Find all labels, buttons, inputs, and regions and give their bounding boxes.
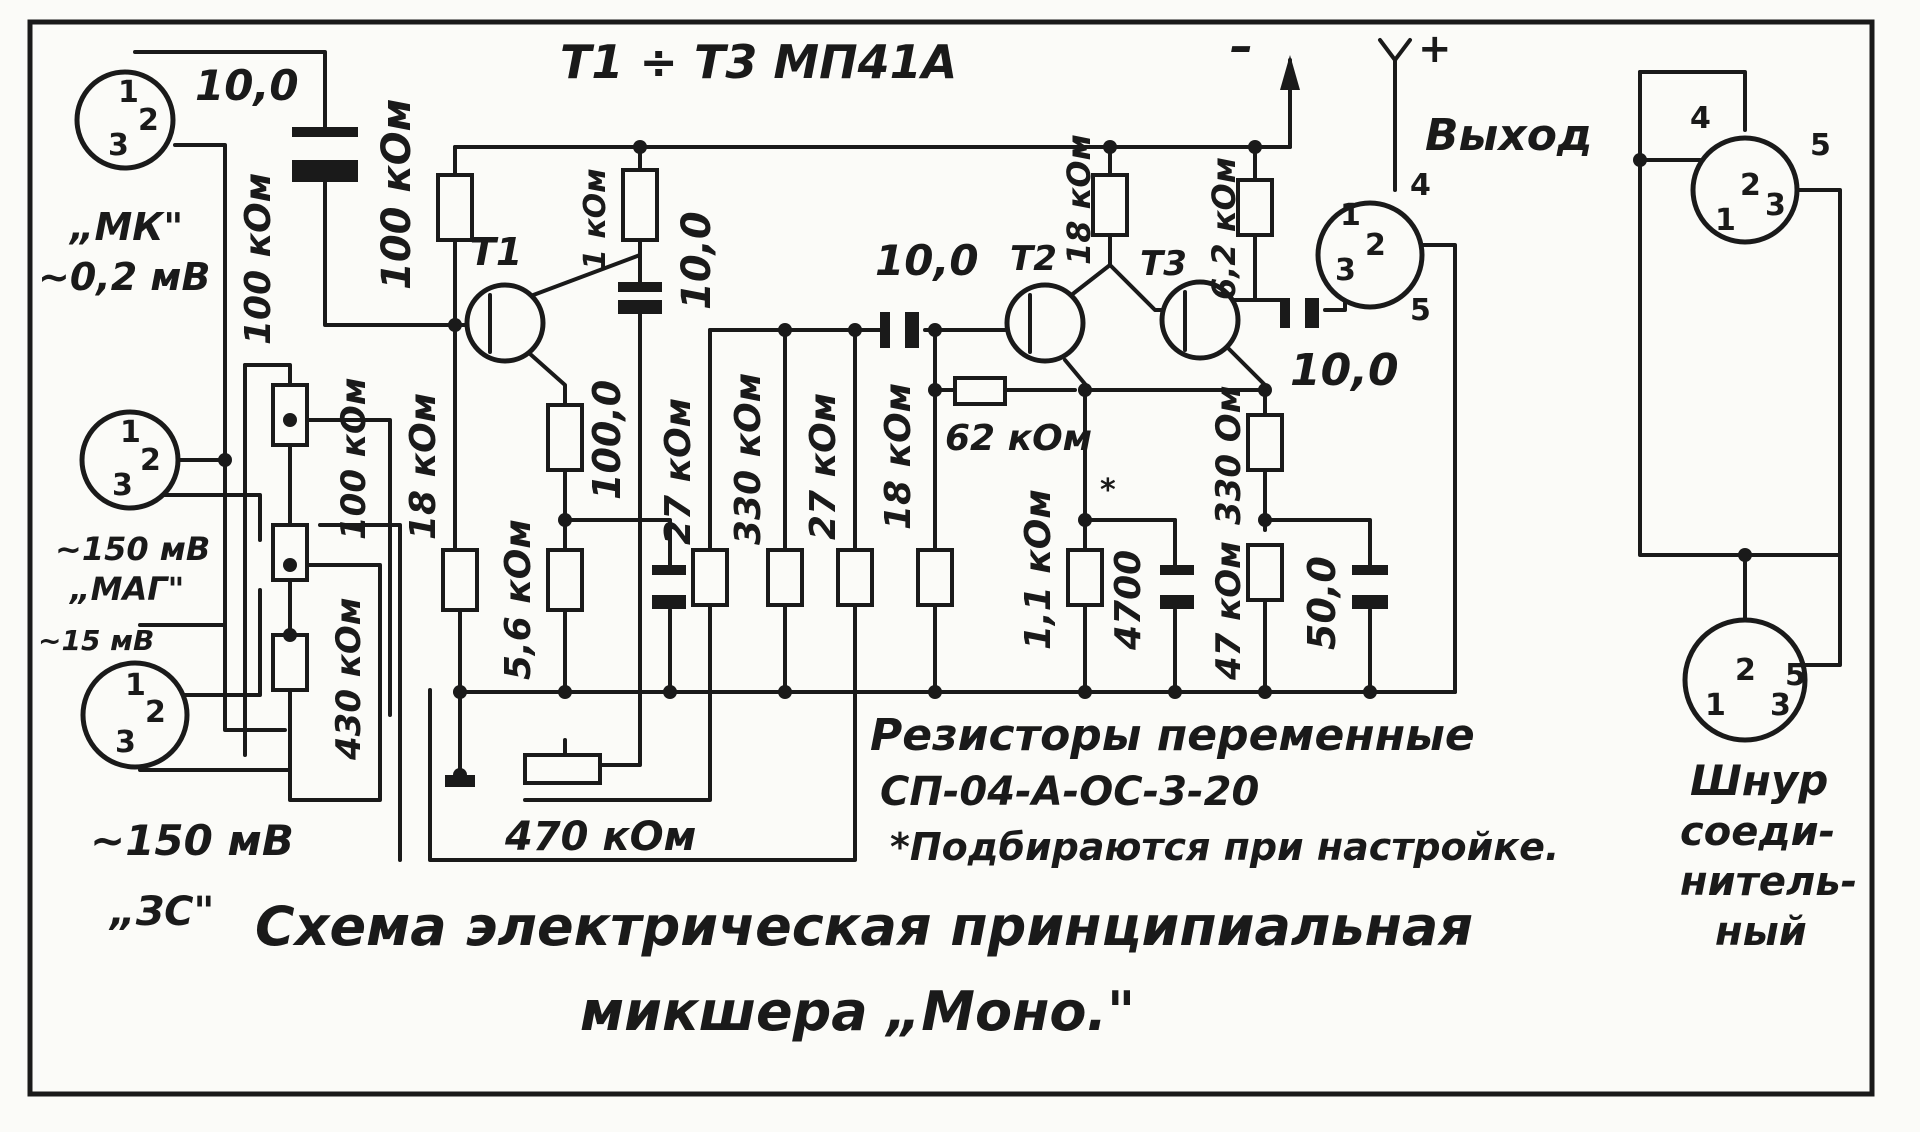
r-330k-label: 330 кОм	[728, 373, 769, 545]
junctions	[218, 140, 1752, 787]
drawing-frame	[27, 19, 1875, 1097]
pin-label: 1	[1340, 198, 1361, 233]
tape-level-hi-label: ~150 мВ	[55, 530, 210, 568]
player-name-label: „ЗС"	[108, 889, 214, 935]
cable-socket-bottom[interactable]: 2 1 3 5	[1682, 617, 1808, 743]
player-level-label: ~150 мВ	[90, 816, 294, 865]
c-mid-label: 10,0	[875, 236, 979, 285]
input-socket-mic[interactable]: 1 2 3	[74, 69, 176, 171]
r-18k-top-label: 18 кОм	[1060, 134, 1098, 265]
output-socket[interactable]: 1 2 3 4 5	[1315, 168, 1431, 328]
c-t1-label: 10,0	[674, 211, 720, 310]
supply-terminals	[1280, 38, 1412, 90]
c-4700-label: 4700	[1108, 550, 1149, 651]
r-100k-left-label: 100 кОм	[238, 173, 279, 345]
pin-label: 5	[1785, 658, 1806, 693]
c-out-label: 10,0	[1290, 345, 1399, 396]
note-tuning: *Подбираются при настройке.	[890, 825, 1559, 869]
r-18k-b-label: 18 кОм	[878, 383, 919, 530]
r-430k-label: 430 кОм	[329, 597, 369, 761]
pin-label: 5	[1810, 128, 1831, 163]
transistors	[464, 279, 1241, 364]
r-330-label: 330 Ом	[1209, 385, 1249, 525]
transistor-t3	[1159, 279, 1241, 361]
pin-label: 2	[1735, 653, 1756, 688]
title-line-2: микшера „Моно."	[580, 980, 1135, 1043]
pin-label: 5	[1410, 293, 1431, 328]
pin-label: 1	[1715, 203, 1736, 238]
r-27k-a-label: 27 кОм	[658, 398, 699, 545]
cable-socket-top[interactable]: 4 5 2 1 3	[1690, 101, 1831, 245]
cable-label-3: нитель-	[1680, 859, 1857, 905]
labels: T1 ÷ T3 МП41А – + Выход „МК" ~0,2 мВ ~15…	[38, 19, 1857, 1043]
tape-name-label: „МАГ"	[68, 570, 184, 608]
output-label: Выход	[1425, 110, 1592, 161]
t3-label: T3	[1140, 244, 1187, 284]
transistor-type-label: T1 ÷ T3 МП41А	[560, 35, 957, 89]
supply-plus-label: +	[1418, 26, 1452, 72]
pin-label: 1	[125, 668, 146, 703]
r-5k6-label: 5,6 кОм	[498, 519, 539, 680]
r-6k2-label: 6,2 кОм	[1205, 157, 1243, 300]
pin-label: 2	[145, 695, 166, 730]
title-line-1: Схема электрическая принципиальная	[255, 895, 1473, 958]
t1-label: T1	[470, 230, 522, 274]
pin-label: 1	[118, 75, 139, 110]
pin-label: 4	[1410, 168, 1431, 203]
pin-label: 4	[1690, 101, 1711, 136]
resistors	[271, 168, 1284, 785]
r-47k-label: 47 кОм	[1209, 541, 1249, 681]
r-1k-label: 1 кОм	[578, 168, 613, 270]
capacitors	[292, 127, 1388, 609]
pin-label: 2	[1365, 228, 1386, 263]
cable-label-1: Шнур	[1690, 756, 1828, 805]
transistor-t1	[464, 282, 546, 364]
pin-label: 3	[108, 128, 129, 163]
r-100k-mid-label: 100 кОм	[334, 377, 374, 540]
c-50-label: 50,0	[1300, 556, 1344, 650]
input-socket-tape[interactable]: 1 2 3	[79, 409, 181, 511]
pin-label: 3	[112, 468, 133, 503]
pin-label: 2	[140, 443, 161, 478]
mic-name-label: „МК"	[68, 205, 183, 249]
r-62k-label: 62 кОм	[945, 418, 1092, 459]
pin-label: 1	[1705, 688, 1726, 723]
r-100k-top-label: 100 кОм	[374, 99, 420, 290]
pin-label: 3	[1335, 253, 1356, 288]
pin-label: 3	[115, 725, 136, 760]
r-470k-label: 470 кОм	[504, 814, 696, 860]
note-resistor-type: СП-04-А-ОС-3-20	[880, 769, 1259, 815]
transistor-t2	[1004, 282, 1086, 364]
r-1k1-label: 1,1 кОм	[1018, 489, 1059, 650]
star-mark: *	[1100, 473, 1116, 508]
c-100-label: 100,0	[585, 380, 629, 500]
r-18k-a-label: 18 кОм	[403, 393, 444, 540]
pin-label: 3	[1765, 188, 1786, 223]
supply-minus-label: –	[1230, 19, 1253, 73]
pin-label: 1	[120, 415, 141, 450]
pin-label: 3	[1770, 688, 1791, 723]
r-27k-b-label: 27 кОм	[803, 393, 844, 540]
note-variable-resistors: Резисторы переменные	[870, 710, 1475, 761]
c-input-label: 10,0	[195, 61, 299, 110]
pin-label: 2	[138, 103, 159, 138]
pin-label: 2	[1740, 168, 1761, 203]
input-socket-player[interactable]: 1 2 3	[80, 660, 190, 770]
tape-level-lo-label: ~15 мВ	[38, 624, 154, 657]
cable-label-4: ный	[1715, 909, 1807, 955]
cable-label-2: соеди-	[1680, 809, 1835, 855]
t2-label: T2	[1010, 239, 1057, 279]
mic-level-label: ~0,2 мВ	[38, 255, 210, 299]
